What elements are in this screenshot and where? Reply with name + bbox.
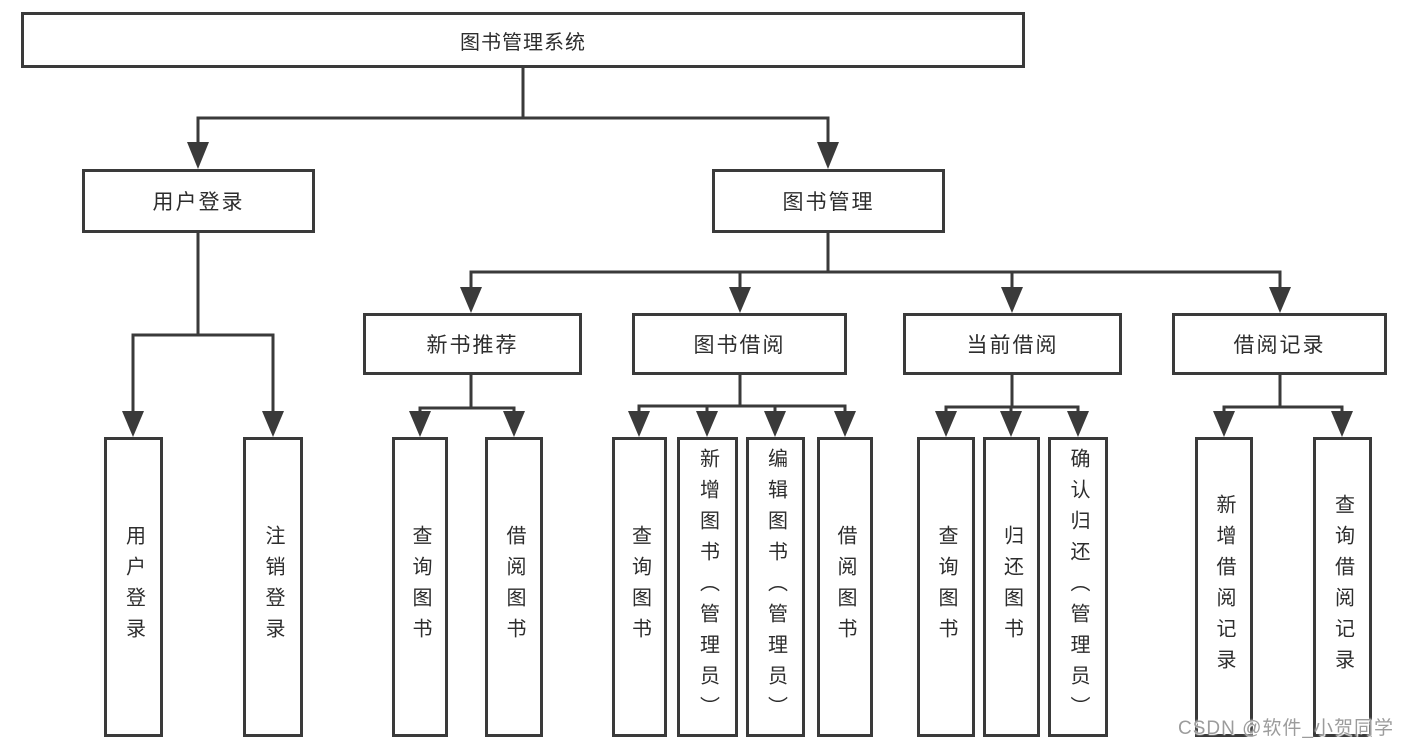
leaf-add-borrow-record: 新增借阅记录 <box>1195 437 1253 737</box>
node-book-management: 图书管理 <box>712 169 945 233</box>
leaf-add-book-admin-label: 新增图书（管理员） <box>696 447 719 727</box>
leaf-query-book-current-label: 查询图书 <box>935 525 957 649</box>
edge-newbook-to-leaves <box>418 375 516 413</box>
leaf-borrow-book-recommend: 借阅图书 <box>485 437 543 737</box>
node-borrow-record: 借阅记录 <box>1172 313 1387 375</box>
node-user-login: 用户登录 <box>82 169 315 233</box>
leaf-add-book-admin: 新增图书（管理员） <box>677 437 738 737</box>
node-library-system: 图书管理系统 <box>21 12 1025 68</box>
leaf-query-borrow-record-label: 查询借阅记录 <box>1331 494 1354 680</box>
leaf-query-book-borrow: 查询图书 <box>612 437 667 737</box>
leaf-confirm-return-admin: 确认归还（管理员） <box>1048 437 1108 737</box>
csdn-watermark: CSDN @软件_小贺同学 <box>1178 718 1394 739</box>
leaf-edit-book-admin-label: 编辑图书（管理员） <box>764 447 787 727</box>
node-library-system-label: 图书管理系统 <box>460 31 586 54</box>
leaf-user-login: 用户登录 <box>104 437 163 737</box>
edge-root-to-level2 <box>196 68 830 144</box>
node-current-borrow-label: 当前借阅 <box>966 334 1059 357</box>
edge-currentborrow-to-leaves <box>944 375 1080 413</box>
edge-userlogin-to-leaves <box>131 233 275 413</box>
leaf-edit-book-admin: 编辑图书（管理员） <box>746 437 805 737</box>
leaf-add-borrow-record-label: 新增借阅记录 <box>1213 494 1235 680</box>
node-borrow-record-label: 借阅记录 <box>1233 334 1326 357</box>
arrowheads <box>122 142 1353 437</box>
node-user-login-label: 用户登录 <box>152 191 245 214</box>
node-book-management-label: 图书管理 <box>782 191 875 214</box>
node-new-book-recommend-label: 新书推荐 <box>426 334 519 357</box>
leaf-borrow-book: 借阅图书 <box>817 437 873 737</box>
leaf-query-book-recommend-label: 查询图书 <box>409 525 431 649</box>
leaf-return-book: 归还图书 <box>983 437 1040 737</box>
leaf-borrow-book-label: 借阅图书 <box>834 525 856 649</box>
node-current-borrow: 当前借阅 <box>903 313 1122 375</box>
leaf-logout: 注销登录 <box>243 437 303 737</box>
leaf-query-book-recommend: 查询图书 <box>392 437 448 737</box>
leaf-query-borrow-record: 查询借阅记录 <box>1313 437 1372 737</box>
node-book-borrow-label: 图书借阅 <box>693 334 786 357</box>
edge-borrowrecord-to-leaves <box>1222 375 1344 413</box>
leaf-borrow-book-recommend-label: 借阅图书 <box>503 525 525 649</box>
node-new-book-recommend: 新书推荐 <box>363 313 582 375</box>
leaf-confirm-return-admin-label: 确认归还（管理员） <box>1067 447 1089 727</box>
leaf-query-book-borrow-label: 查询图书 <box>628 525 651 649</box>
edge-bookmgmt-to-level3 <box>469 233 1282 289</box>
edge-bookborrow-to-leaves <box>637 375 847 413</box>
leaf-return-book-label: 归还图书 <box>1000 525 1023 649</box>
leaf-logout-label: 注销登录 <box>262 525 284 649</box>
leaf-query-book-current: 查询图书 <box>917 437 975 737</box>
leaf-user-login-label: 用户登录 <box>122 525 145 649</box>
node-book-borrow: 图书借阅 <box>632 313 847 375</box>
